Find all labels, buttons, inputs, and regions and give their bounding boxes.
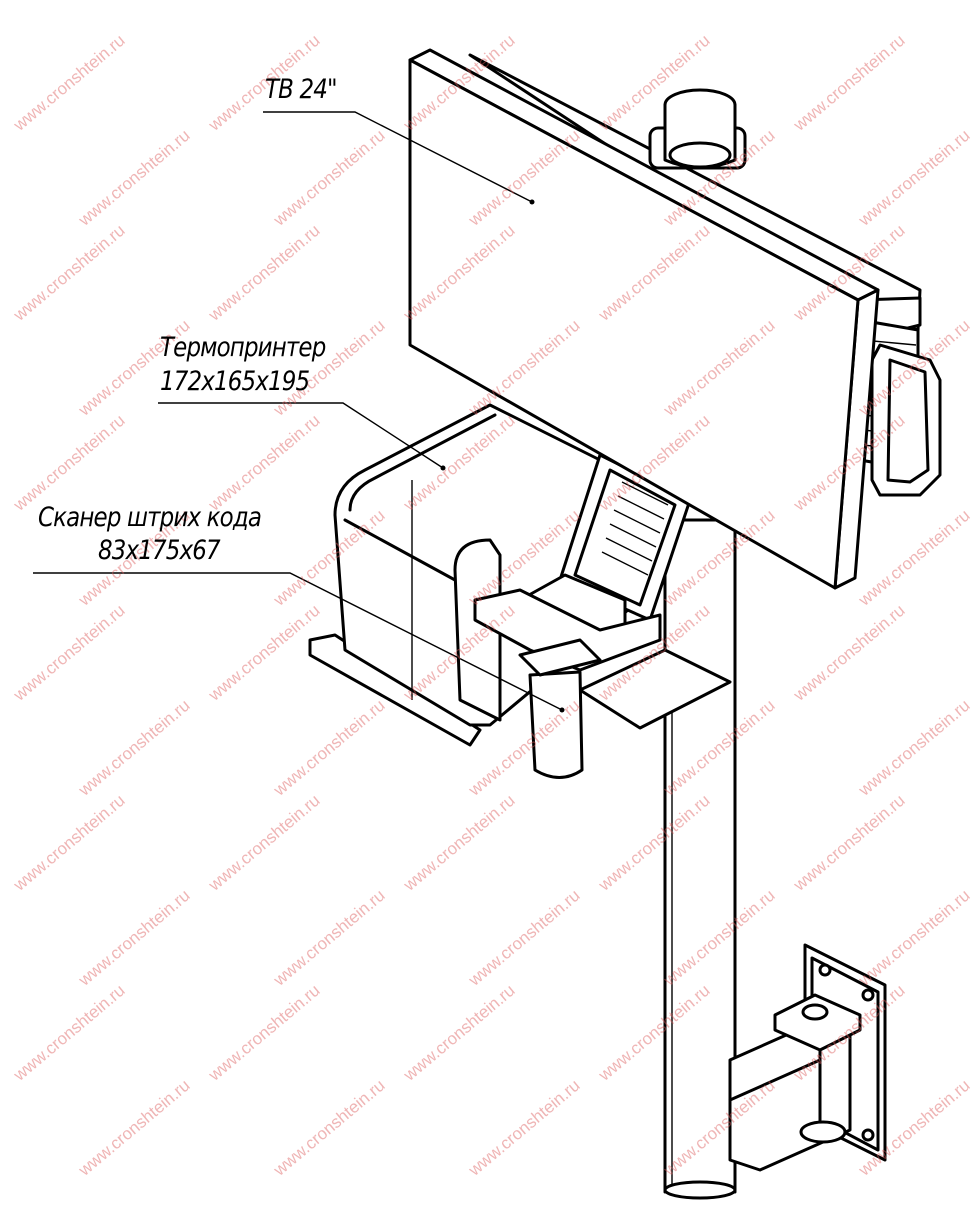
- pole: [663, 518, 737, 1200]
- tv-24: [408, 48, 880, 590]
- wall-mount-bracket: [728, 943, 887, 1172]
- printer-size-label: 172x165x195: [160, 366, 310, 397]
- tv-label: ТВ 24": [265, 74, 338, 105]
- scanner-label: Сканер штрих кода: [38, 502, 262, 533]
- scanner-size-label: 83x175x67: [98, 535, 221, 566]
- barcode-scanner: [473, 453, 692, 779]
- shelf: [308, 633, 732, 747]
- printer-label: Термопринтер: [160, 332, 326, 363]
- leader-lines: [33, 111, 565, 713]
